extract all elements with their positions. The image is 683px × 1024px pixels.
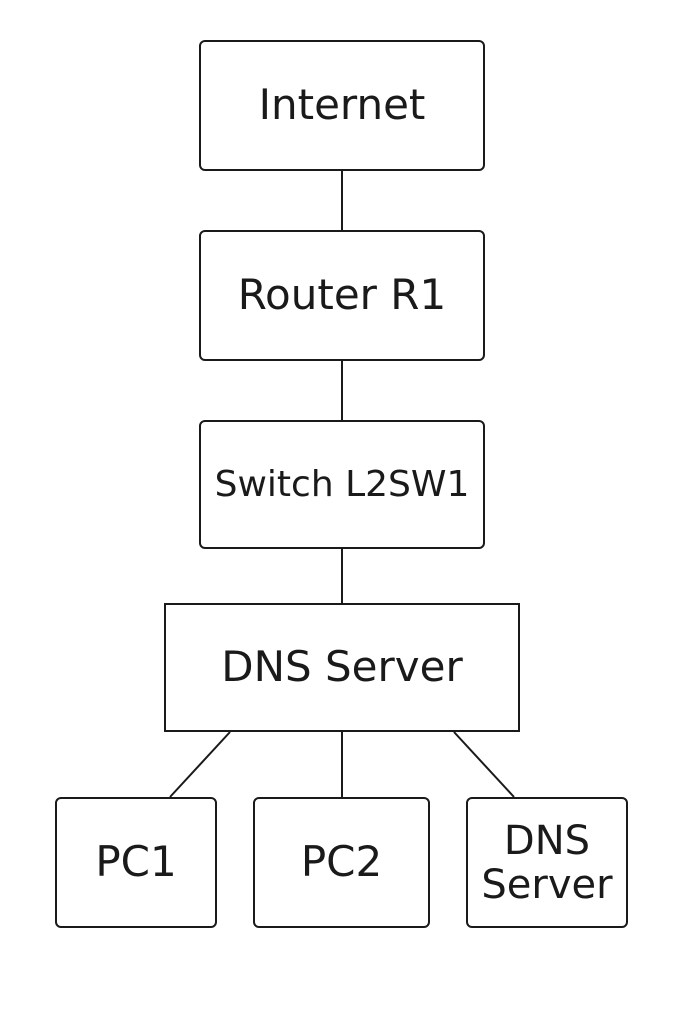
internet-label: Internet xyxy=(258,80,426,130)
pc2-label: PC2 xyxy=(300,837,383,887)
router-label: Router R1 xyxy=(237,270,447,320)
router-node: Router R1 xyxy=(199,230,485,361)
dns-server-2-label-line2: Server xyxy=(481,861,613,908)
dns-server-2-label-line1: DNS xyxy=(503,817,591,864)
pc1-label: PC1 xyxy=(95,837,177,887)
dns-server-2-label: DNS Server xyxy=(481,819,612,907)
pc2-node: PC2 xyxy=(253,797,430,928)
internet-node: Internet xyxy=(199,40,485,171)
dns-server-node: DNS Server xyxy=(164,603,520,732)
dns-server-2-node: DNS Server xyxy=(466,797,628,928)
pc1-node: PC1 xyxy=(55,797,217,928)
switch-node: Switch L2SW1 xyxy=(199,420,485,549)
dns-server-label: DNS Server xyxy=(221,642,463,692)
edge-dns-server-pc1 xyxy=(169,731,231,798)
edge-dns-server-dns-server-2 xyxy=(453,731,515,798)
switch-label: Switch L2SW1 xyxy=(214,463,470,505)
